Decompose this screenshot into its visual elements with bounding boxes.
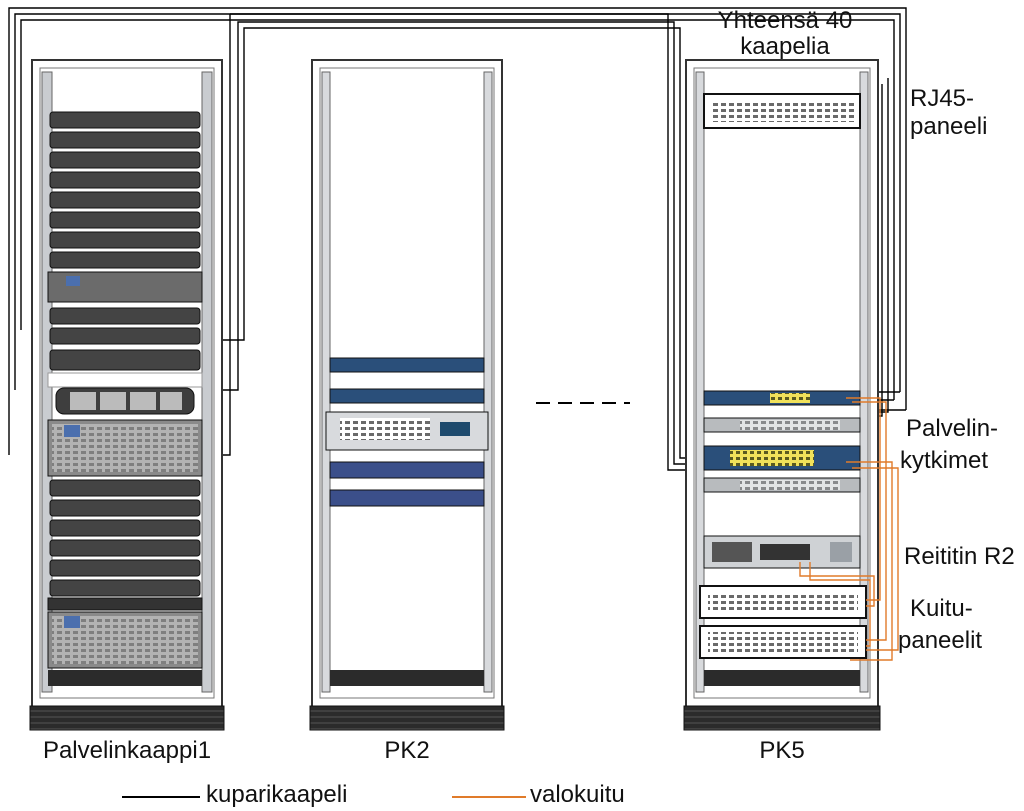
rj45-panel-label-line2: paneeli [910, 113, 988, 140]
rack-pk2 [309, 59, 505, 731]
legend-copper-label: kuparikaapeli [206, 781, 348, 808]
rack-palvelinkaappi1 [29, 59, 225, 731]
rack-pk5 [683, 59, 881, 731]
server-switches-label-line2: kytkimet [900, 447, 989, 474]
rack-label-pk2: PK2 [384, 737, 430, 764]
rack-label-pk5: PK5 [759, 737, 805, 764]
fiber-panels-label-line1: Kuitu- [910, 595, 973, 622]
router-r2-label: Reititin R2 [904, 543, 1015, 570]
fiber-panels-label-line2: paneelit [898, 627, 983, 654]
legend-fiber-label: valokuitu [530, 781, 625, 808]
server-stack-1u [49, 111, 201, 269]
fiber-cables [799, 397, 899, 661]
total-cables-label-line1: Yhteensä 40 [717, 7, 853, 34]
total-cables-label-line2: kaapelia [740, 33, 830, 60]
server-switches-label-line1: Palvelin- [906, 415, 999, 442]
rj45-panel-label-line1: RJ45- [910, 85, 975, 112]
rack-label-palvelinkaappi1: Palvelinkaappi1 [42, 737, 212, 764]
